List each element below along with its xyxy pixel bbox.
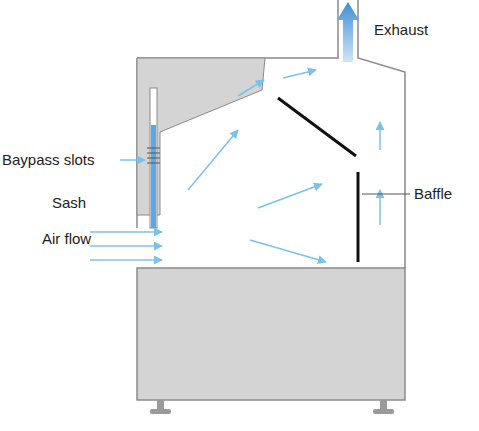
exhaust-label: Exhaust [374, 22, 428, 39]
baffle-upper [278, 98, 356, 156]
airflow-arrows [90, 70, 380, 262]
bypass-label: Baypass slots [2, 152, 95, 169]
sash-label: Sash [52, 195, 86, 212]
hood-outline [137, 0, 405, 268]
airflow-label: Air flow [42, 231, 91, 248]
base-cabinet [137, 268, 405, 400]
baffle-lower [357, 172, 360, 262]
baffle-label: Baffle [414, 186, 452, 203]
leader-line [362, 194, 410, 195]
exhaust-arrow [337, 2, 359, 62]
bypass-slots [147, 148, 160, 163]
legs [150, 400, 394, 414]
sash-glass [151, 125, 156, 228]
